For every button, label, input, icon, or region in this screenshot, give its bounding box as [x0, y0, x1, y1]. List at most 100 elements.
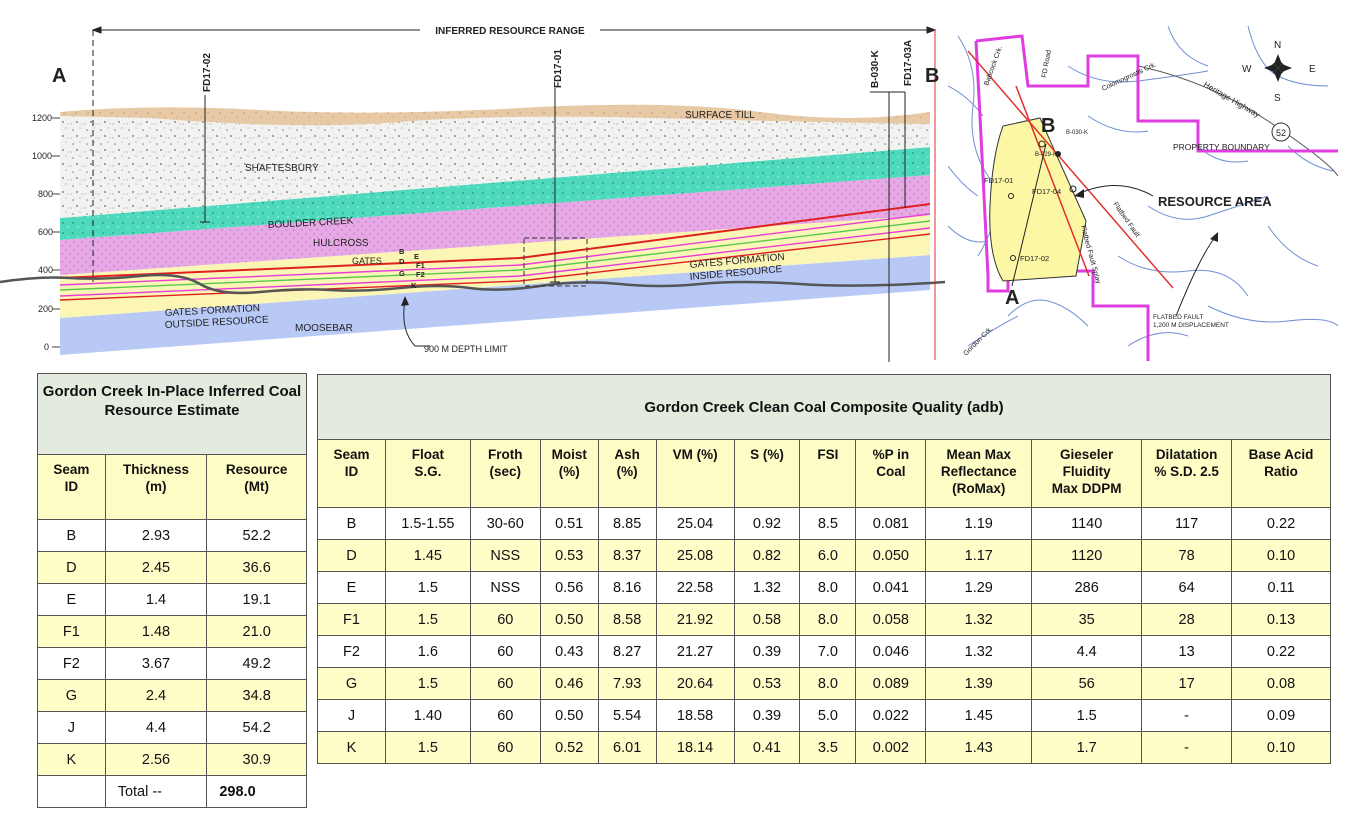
map-hole-label: B-029-K: [1035, 152, 1057, 158]
resource-table-title: Gordon Creek In-Place Inferred Coal Reso…: [37, 373, 307, 455]
highway-number: 52: [1276, 128, 1286, 138]
table-cell: 0.10: [1231, 731, 1331, 764]
drillhole-label: FD17-02: [202, 53, 213, 92]
elevation-tick: 400: [38, 265, 53, 275]
table-cell: 8.27: [597, 635, 657, 668]
table-cell: 0.09: [1231, 699, 1331, 732]
seam-label: K: [411, 281, 417, 290]
table-cell: 25.04: [655, 507, 735, 540]
table-cell: 1.45: [384, 539, 471, 572]
map-hole-label: FD17-04: [1032, 187, 1061, 196]
flatbed-fault: [967, 50, 1174, 289]
table-cell: 5.54: [597, 699, 657, 732]
table-cell: 22.58: [655, 571, 735, 604]
property-boundary-west: [974, 40, 990, 277]
table-cell: -: [1141, 731, 1233, 764]
table-cell: 1.5: [384, 603, 471, 636]
table-cell: 0.041: [855, 571, 927, 604]
table-cell: 18.58: [655, 699, 735, 732]
map-hole-label: FD17-01: [984, 176, 1013, 185]
table-cell: F2: [317, 635, 386, 668]
table-cell: 0.11: [1231, 571, 1331, 604]
inferred-resource-range-label: INFERRED RESOURCE RANGE: [435, 26, 585, 37]
table-cell: 1.39: [925, 667, 1033, 700]
table-cell: 1.5: [384, 571, 471, 604]
table-cell: NSS: [469, 571, 541, 604]
table-cell: 0.43: [539, 635, 599, 668]
depth-limit-label: 900 M DEPTH LIMIT: [424, 344, 508, 354]
col-header: VM (%): [655, 439, 735, 508]
table-cell: 21.92: [655, 603, 735, 636]
table-cell: 60: [469, 667, 541, 700]
section-end-a: A: [52, 65, 66, 87]
compass-east: E: [1309, 64, 1316, 75]
table-cell: 1.5: [384, 667, 471, 700]
table-cell: F1: [317, 603, 386, 636]
table-cell: 8.0: [799, 571, 857, 604]
table-cell: 1140: [1031, 507, 1143, 540]
table-cell: 0.050: [855, 539, 927, 572]
col-header: S (%): [733, 439, 801, 508]
unit-label: GATES: [352, 256, 382, 266]
table-cell: 8.0: [799, 603, 857, 636]
heritage-highway: [1137, 65, 1338, 177]
section-end-b: B: [925, 65, 939, 87]
table-cell: 1.7: [1031, 731, 1143, 764]
table-cell: 7.93: [597, 667, 657, 700]
table-cell: B: [317, 507, 386, 540]
compass-north: N: [1274, 40, 1281, 51]
table-cell: 6.01: [597, 731, 657, 764]
seam-label: F2: [416, 270, 425, 279]
col-header: Thickness(m): [104, 454, 208, 520]
drillhole-label: FD17-03A: [903, 40, 914, 86]
elevation-tick: 0: [44, 342, 49, 352]
compass-west: W: [1242, 64, 1252, 75]
table-cell: 5.0: [799, 699, 857, 732]
table-cell: 35: [1031, 603, 1143, 636]
table-cell: 1.43: [925, 731, 1033, 764]
table-cell: 17: [1141, 667, 1233, 700]
table-cell: 1.19: [925, 507, 1033, 540]
table-cell: 30-60: [469, 507, 541, 540]
section-line: [1011, 143, 1047, 287]
seam-label: B: [399, 247, 405, 256]
unit-surface-till: [60, 104, 930, 126]
total-label: Total --: [104, 775, 208, 808]
resource-estimate-table: Gordon Creek In-Place Inferred Coal Reso…: [37, 373, 307, 808]
seam-label: G: [399, 269, 405, 278]
table-cell: 117: [1141, 507, 1233, 540]
seam-label: E: [414, 252, 419, 261]
drillhole-b-030-k: B-030-K: [870, 49, 905, 362]
table-cell: 8.85: [597, 507, 657, 540]
table-cell: 0.46: [539, 667, 599, 700]
table-cell: 60: [469, 603, 541, 636]
table-cell: 1.32: [925, 603, 1033, 636]
table-cell: 7.0: [799, 635, 857, 668]
table-cell: E: [317, 571, 386, 604]
fault-note-line-2: 1,200 M DISPLACEMENT: [1153, 322, 1229, 329]
elevation-tick: 800: [38, 189, 53, 199]
total-row: Total -- 298.0: [37, 775, 307, 808]
col-header: Moist(%): [539, 439, 599, 508]
table-cell: 8.58: [597, 603, 657, 636]
map-holes: [1008, 140, 1077, 261]
col-header: Dilatation% S.D. 2.5: [1141, 439, 1233, 508]
unit-hulcross: [60, 175, 930, 275]
depth-limit-arrowhead: [401, 296, 409, 306]
location-map: 52 Heritage Highway PROPERTY BOUNDARY Fl…: [948, 26, 1338, 361]
table-cell: 0.08: [1231, 667, 1331, 700]
table-cell: 13: [1141, 635, 1233, 668]
table-cell: 0.51: [539, 507, 599, 540]
table-cell: 25.08: [655, 539, 735, 572]
unit-moosebar: [60, 255, 930, 355]
elevation-tick: 1000: [32, 151, 52, 161]
